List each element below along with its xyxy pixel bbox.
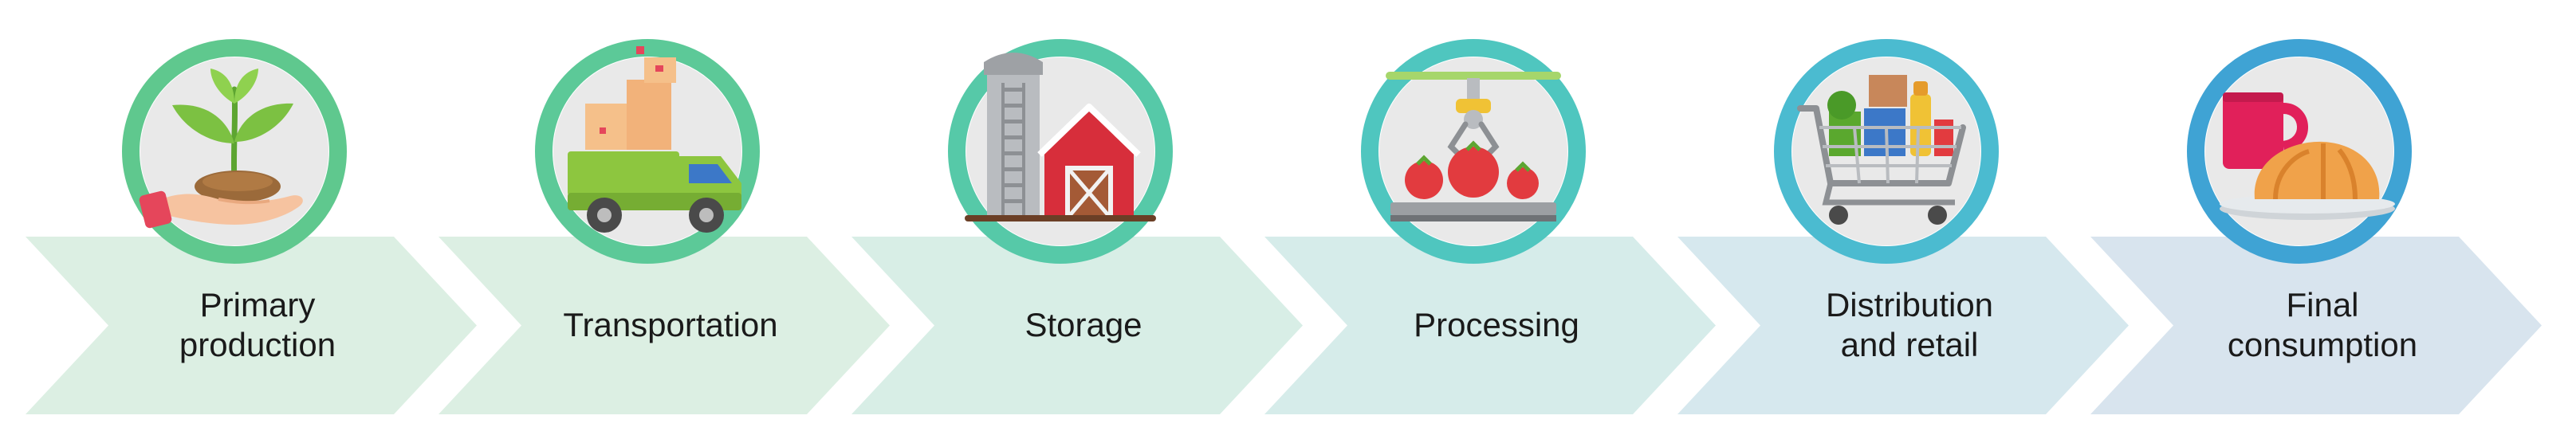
stage-label-line: Distribution — [1826, 286, 1993, 323]
chevron-arrow-storage — [851, 237, 1303, 414]
stage-badge-transportation — [535, 39, 760, 264]
stage-label-line: and retail — [1841, 326, 1979, 363]
stage-label-transportation: Transportation — [563, 306, 777, 343]
shopping-cart-icon — [1797, 75, 1966, 225]
badge-ring — [1361, 39, 1586, 264]
stage-badge-storage — [948, 39, 1173, 264]
stage-label-line: consumption — [2228, 326, 2417, 363]
badge-ring — [535, 39, 760, 264]
stage-label-line: Final — [2286, 286, 2358, 323]
robotic-arm-tomatoes-icon — [1386, 72, 1561, 221]
chevron-arrow-distribution-and-retail — [1677, 237, 2129, 414]
delivery-truck-icon — [568, 46, 741, 233]
stage-badge-final-consumption — [2187, 39, 2412, 264]
chevron-arrow-primary-production — [26, 237, 477, 414]
icons-layer — [122, 39, 2412, 264]
stage-label-storage: Storage — [1025, 306, 1142, 343]
seedling-in-hand-icon — [139, 69, 303, 229]
stage-label-line: Transportation — [563, 306, 777, 343]
stage-label-line: production — [179, 326, 336, 363]
stage-badge-distribution-and-retail — [1774, 39, 1999, 264]
badge-ring — [2187, 39, 2412, 264]
stage-label-processing: Processing — [1414, 306, 1579, 343]
stage-label-line: Storage — [1025, 306, 1142, 343]
arrows-layer — [26, 237, 2542, 414]
badge-ring — [122, 39, 347, 264]
stage-label-line: Processing — [1414, 306, 1579, 343]
chevron-arrow-processing — [1264, 237, 1716, 414]
stage-badge-primary-production — [122, 39, 347, 264]
chevron-arrow-transportation — [439, 237, 890, 414]
mug-and-croissant-icon — [2220, 92, 2395, 220]
chevron-arrow-final-consumption — [2090, 237, 2542, 414]
stage-badge-processing — [1361, 39, 1586, 264]
stage-label-line: Primary — [200, 286, 316, 323]
badge-ring — [1774, 39, 1999, 264]
silo-and-barn-icon — [965, 53, 1156, 221]
badge-ring — [948, 39, 1173, 264]
